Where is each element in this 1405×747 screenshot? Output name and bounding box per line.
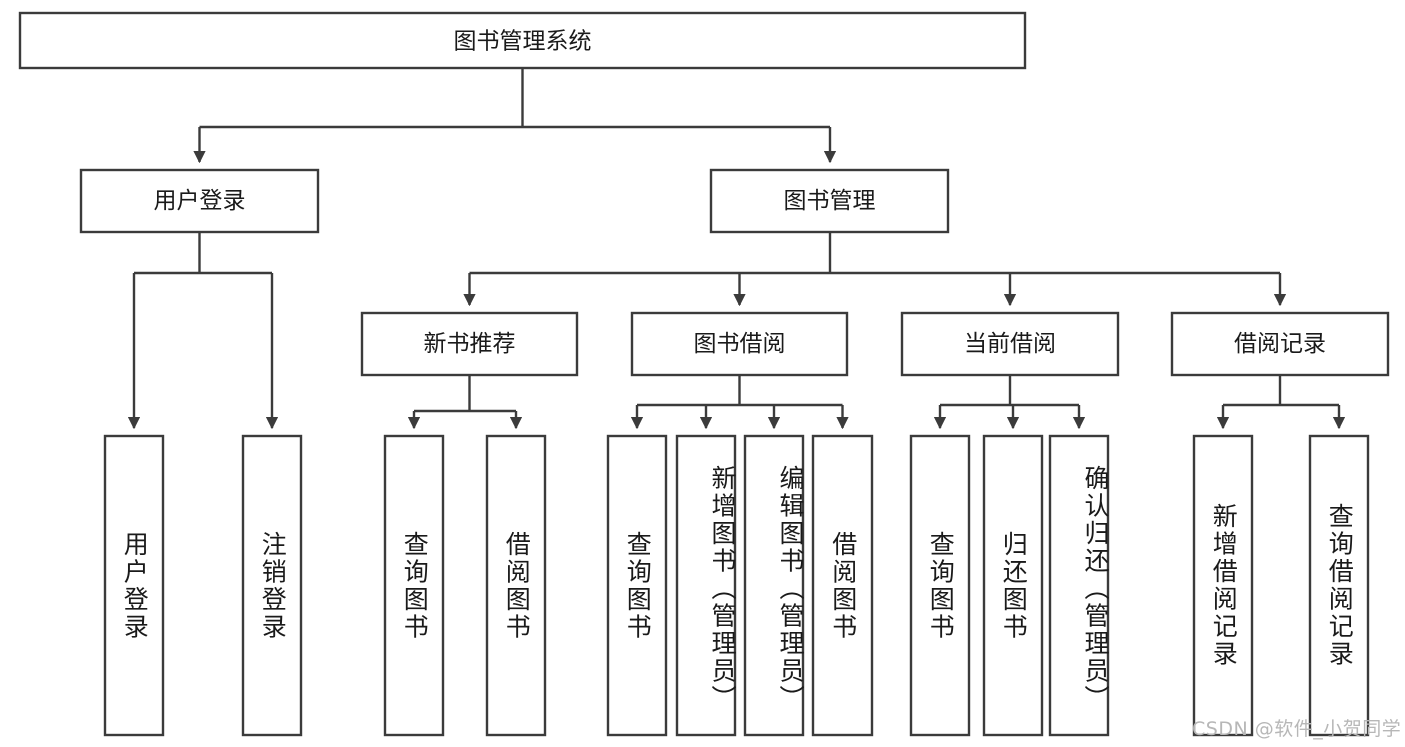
leaf-return-book-box[interactable] xyxy=(982,434,1044,737)
node-current-borrow-label: 当前借阅 xyxy=(964,331,1056,357)
leaf-query-book-borrow-box[interactable] xyxy=(606,434,668,737)
connector-new-book-bus xyxy=(414,375,516,413)
node-new-book-recommend-box[interactable] xyxy=(360,311,579,377)
node-book-borrow-box[interactable] xyxy=(630,311,849,377)
leaf-add-book-box[interactable] xyxy=(675,434,737,737)
node-root-label: 图书管理系统 xyxy=(454,29,592,55)
connector-book-manage-bus xyxy=(469,232,1280,275)
node-user-login-box[interactable] xyxy=(79,168,320,234)
node-borrow-record-box[interactable] xyxy=(1170,311,1390,377)
node-borrow-record-label: 借阅记录 xyxy=(1234,331,1326,357)
leaf-confirm-return-box[interactable] xyxy=(1048,434,1110,737)
leaf-user-login-box[interactable] xyxy=(103,434,165,737)
leaf-query-borrow-record-box[interactable] xyxy=(1308,434,1370,737)
node-book-manage-label: 图书管理 xyxy=(784,188,876,214)
leaf-add-borrow-record-box[interactable] xyxy=(1192,434,1254,737)
leaf-borrow-book-rec-box[interactable] xyxy=(485,434,547,737)
node-current-borrow-box[interactable] xyxy=(900,311,1120,377)
connector-current-borrow-bus xyxy=(940,375,1079,407)
node-new-book-recommend-label: 新书推荐 xyxy=(424,331,516,357)
connector-book-borrow-bus xyxy=(637,375,843,407)
node-book-manage-box[interactable] xyxy=(709,168,950,234)
connector-borrow-record-bus xyxy=(1223,375,1339,407)
leaf-query-book-rec-box[interactable] xyxy=(383,434,445,737)
csdn-watermark: CSDN @软件_小贺同学 xyxy=(1192,718,1402,740)
leaf-logout-box[interactable] xyxy=(241,434,303,737)
connector-root-bus xyxy=(199,68,830,129)
leaf-edit-book-box[interactable] xyxy=(743,434,805,737)
leaf-query-book-current-box[interactable] xyxy=(909,434,971,737)
leaf-borrow-book-box[interactable] xyxy=(811,434,874,737)
node-book-borrow-label: 图书借阅 xyxy=(694,331,786,357)
node-box-group: 图书管理系统 用户登录 图书管理 新书推荐 图书借阅 当前借阅 借阅记录 xyxy=(18,11,1390,737)
node-root-box[interactable] xyxy=(18,11,1027,70)
connector-group xyxy=(127,68,1346,430)
node-user-login-label: 用户登录 xyxy=(154,188,246,214)
connector-user-login-bus xyxy=(134,232,272,275)
